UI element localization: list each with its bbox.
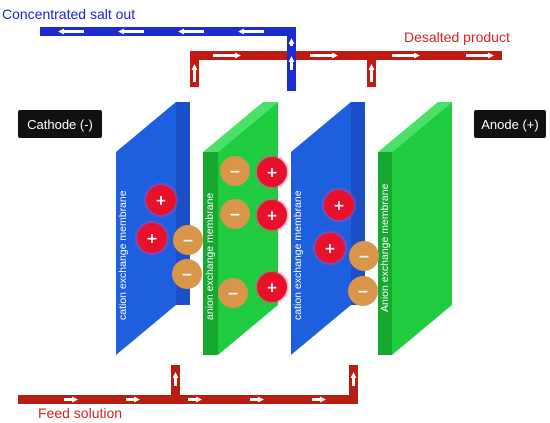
anion-membrane-1-label: anion exchange membrane	[204, 193, 216, 320]
anion-membrane-2-label: Anion exchange membrane	[379, 183, 391, 312]
svg-text:−: −	[358, 249, 370, 265]
svg-text:+: +	[266, 208, 278, 224]
anion-ion: −	[172, 259, 202, 289]
svg-text:+: +	[146, 231, 158, 247]
anion-ion: −	[220, 156, 250, 186]
cation-membrane-1-label: cation exchange membrane	[117, 190, 129, 320]
cation-ion: +	[254, 269, 290, 305]
svg-text:−: −	[227, 286, 239, 302]
anion-ion: −	[220, 199, 250, 229]
anion-membrane-2: Anion exchange membrane	[378, 102, 452, 355]
desalted-product-label: Desalted product	[404, 29, 510, 45]
anion-ion: −	[218, 278, 248, 308]
anode-label: Anode (+)	[481, 117, 538, 132]
cation-ion: +	[134, 220, 170, 256]
cation-ion: +	[254, 154, 290, 190]
svg-text:+: +	[324, 241, 336, 257]
anion-ion: −	[348, 276, 378, 306]
feed-pipe	[18, 365, 358, 404]
svg-text:−: −	[182, 233, 194, 249]
cathode-label: Cathode (-)	[27, 117, 93, 132]
svg-text:+: +	[266, 165, 278, 181]
anion-ion: −	[349, 241, 379, 271]
cation-membrane-2: cation exchange membrane	[291, 102, 365, 355]
cation-ion: +	[312, 230, 348, 266]
svg-text:+: +	[266, 280, 278, 296]
svg-text:−: −	[357, 284, 369, 300]
cathode-box: Cathode (-)	[18, 110, 102, 138]
svg-text:−: −	[229, 207, 241, 223]
svg-text:−: −	[181, 267, 193, 283]
product-pipe	[190, 46, 502, 91]
cation-ion: +	[143, 182, 179, 218]
cation-ion: +	[321, 187, 357, 223]
svg-text:+: +	[155, 193, 167, 209]
anode-box: Anode (+)	[474, 110, 546, 138]
cation-membrane-2-label: cation exchange membrane	[292, 190, 304, 320]
svg-text:−: −	[229, 164, 241, 180]
concentrated-salt-label: Concentrated salt out	[2, 6, 135, 22]
svg-text:+: +	[333, 198, 345, 214]
feed-solution-label: Feed solution	[38, 405, 122, 421]
cation-ion: +	[254, 197, 290, 233]
anion-ion: −	[173, 225, 203, 255]
